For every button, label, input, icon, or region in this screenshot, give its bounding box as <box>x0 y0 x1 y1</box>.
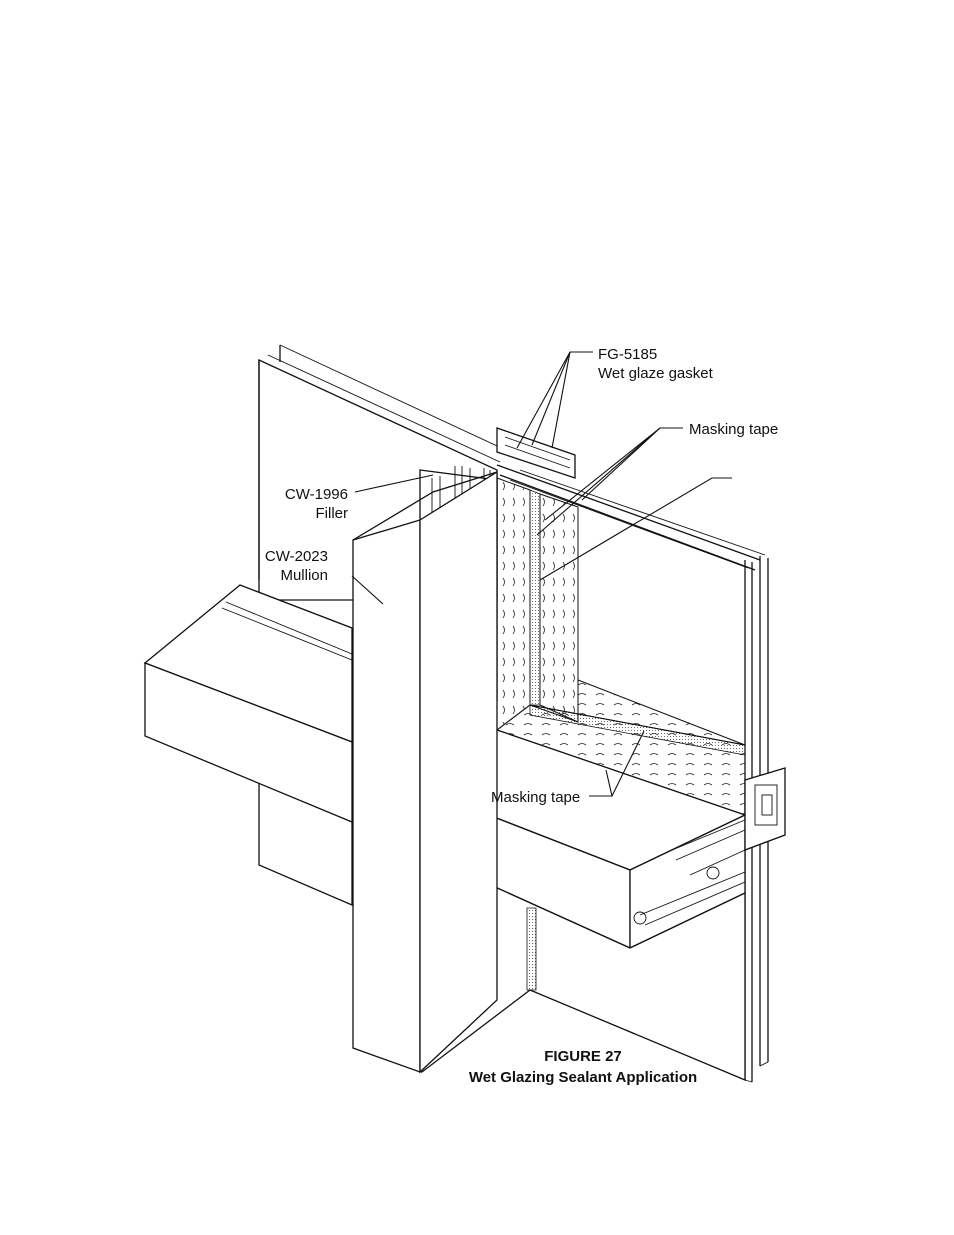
gasket-description: Wet glaze gasket <box>598 364 713 383</box>
gasket-callout: FG-5185 Wet glaze gasket <box>598 345 713 383</box>
masking-tape-bottom-label: Masking tape <box>491 788 580 807</box>
filler-description: Filler <box>274 504 348 523</box>
mullion-part-number: CW-2023 <box>256 547 328 566</box>
mullion-callout: CW-2023 Mullion <box>256 547 328 585</box>
masking-tape-top-label: Masking tape <box>689 420 778 439</box>
filler-part-number: CW-1996 <box>274 485 348 504</box>
mullion-cover <box>353 472 497 1072</box>
floor-slab-left <box>145 585 352 822</box>
right-mullion-section <box>745 768 785 850</box>
figure-caption: FIGURE 27 Wet Glazing Sealant Applicatio… <box>455 1046 711 1088</box>
filler-callout: CW-1996 Filler <box>274 485 348 523</box>
mullion-description: Mullion <box>256 566 328 585</box>
figure-title: Wet Glazing Sealant Application <box>455 1067 711 1088</box>
vertical-masking-tape <box>497 478 578 730</box>
figure-number: FIGURE 27 <box>455 1046 711 1067</box>
gasket-part-number: FG-5185 <box>598 345 713 364</box>
